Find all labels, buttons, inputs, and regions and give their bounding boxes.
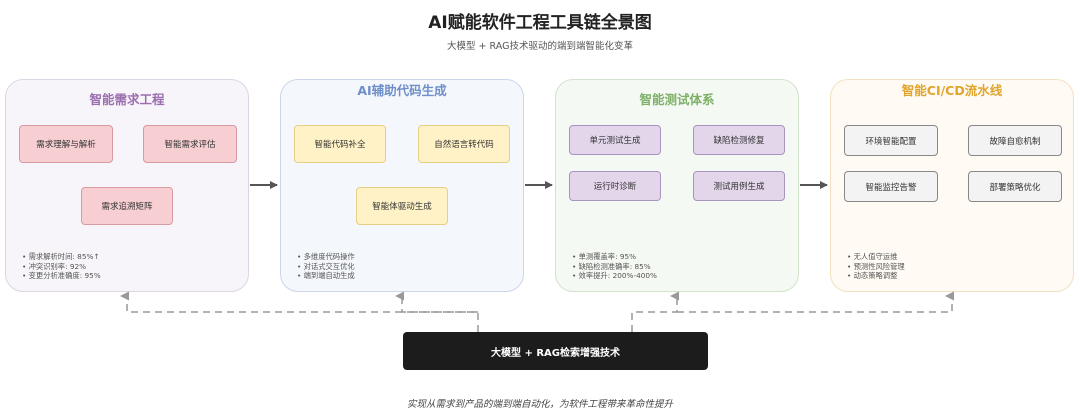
panel-cicd: 智能CI/CD流水线 环境智能配置 故障自愈机制 智能监控告警 部署策略优化 无… — [830, 79, 1074, 292]
box-env-config: 环境智能配置 — [844, 125, 938, 156]
metric-item: 冲突识别率: 92% — [22, 262, 101, 272]
panel-title: 智能CI/CD流水线 — [901, 83, 1003, 98]
metric-item: 无人值守运维 — [847, 252, 905, 262]
panel-metrics: 无人值守运维 预测性风险管理 动态策略调整 — [847, 252, 905, 281]
metric-item: 预测性风险管理 — [847, 262, 905, 272]
box-code-completion: 智能代码补全 — [294, 125, 386, 163]
panel-title: 智能需求工程 — [89, 92, 165, 107]
metric-item: 多维度代码操作 — [297, 252, 355, 262]
footer-caption: 实现从需求到产品的端到端自动化，为软件工程带来革命性提升 — [406, 399, 673, 410]
box-nl-to-code: 自然语言转代码 — [418, 125, 510, 163]
support-line-testing — [631, 291, 679, 332]
box-monitoring-alert: 智能监控告警 — [844, 171, 938, 202]
metric-item: 端到端自动生成 — [297, 271, 355, 281]
panel-title: 智能测试体系 — [639, 92, 715, 107]
box-unit-test-generation: 单元测试生成 — [569, 125, 661, 155]
support-line-requirements — [120, 291, 479, 332]
box-deploy-strategy: 部署策略优化 — [968, 171, 1062, 202]
metric-item: 动态策略调整 — [847, 271, 905, 281]
box-requirement-parsing: 需求理解与解析 — [19, 125, 113, 163]
metric-item: 缺陷检测准确率: 85% — [572, 262, 657, 272]
box-defect-detection: 缺陷检测修复 — [693, 125, 785, 155]
metric-item: 对话式交互优化 — [297, 262, 355, 272]
panel-metrics: 需求解析时间: 85%↑ 冲突识别率: 92% 变更分析准确度: 95% — [22, 252, 101, 281]
panel-requirements: 智能需求工程 需求理解与解析 智能需求评估 需求追溯矩阵 需求解析时间: 85%… — [5, 79, 249, 292]
box-traceability-matrix: 需求追溯矩阵 — [81, 187, 173, 225]
diagram-subtitle: 大模型 + RAG技术驱动的端到端智能化变革 — [447, 41, 633, 52]
tech-foundation-bar: 大模型 + RAG检索增强技术 — [403, 332, 708, 370]
diagram-title: AI赋能软件工程工具链全景图 — [428, 13, 652, 33]
support-line-code — [395, 291, 478, 313]
metric-item: 变更分析准确度: 95% — [22, 271, 101, 281]
box-agent-generation: 智能体驱动生成 — [356, 187, 448, 225]
panel-code-generation: AI辅助代码生成 智能代码补全 自然语言转代码 智能体驱动生成 多维度代码操作 … — [280, 79, 524, 292]
box-self-healing: 故障自愈机制 — [968, 125, 1062, 156]
panel-metrics: 多维度代码操作 对话式交互优化 端到端自动生成 — [297, 252, 355, 281]
metric-item: 效率提升: 200%-400% — [572, 271, 657, 281]
panel-testing: 智能测试体系 单元测试生成 缺陷检测修复 运行时诊断 测试用例生成 单测覆盖率:… — [555, 79, 799, 292]
box-runtime-diagnosis: 运行时诊断 — [569, 171, 661, 201]
panel-title: AI辅助代码生成 — [357, 83, 447, 98]
support-line-cicd — [677, 291, 954, 313]
box-test-case-generation: 测试用例生成 — [693, 171, 785, 201]
box-requirement-evaluation: 智能需求评估 — [143, 125, 237, 163]
metric-item: 需求解析时间: 85%↑ — [22, 252, 101, 262]
metric-item: 单测覆盖率: 95% — [572, 252, 657, 262]
panel-metrics: 单测覆盖率: 95% 缺陷检测准确率: 85% 效率提升: 200%-400% — [572, 252, 657, 281]
